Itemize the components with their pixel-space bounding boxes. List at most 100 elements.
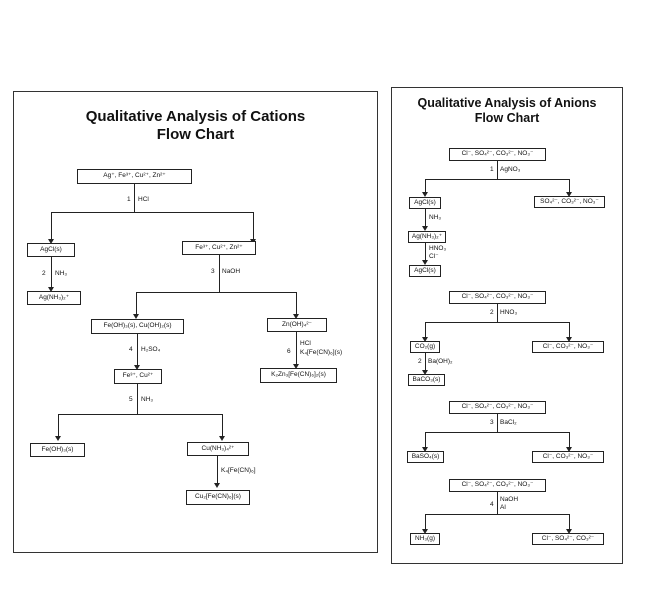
arrow-head — [214, 483, 220, 488]
arrow-head — [422, 529, 428, 534]
copper-ferrocyanide-box: Cu₂[Fe(CN)₆](s) — [186, 490, 250, 505]
connector — [425, 209, 426, 229]
anion-step-2-number: 2 — [490, 309, 494, 316]
sulfate-carbonate-nitrate-box: SO₄²⁻, CO₃²⁻, NO₃⁻ — [534, 196, 605, 208]
connector — [217, 456, 218, 486]
anion-agcl-box: AgCl(s) — [409, 197, 441, 209]
reagent-nh3-anion: NH₃ — [429, 214, 442, 221]
barium-carbonate-box: BaCO₃(s) — [408, 374, 445, 386]
cations-title-line2: Flow Chart — [156, 126, 235, 143]
anion-step-2b-number: 2 — [418, 358, 422, 365]
connector — [137, 334, 138, 368]
fe-cu-zn-box: Fe³⁺, Cu²⁺, Zn²⁺ — [182, 241, 256, 255]
arrow-head — [133, 314, 139, 319]
connector — [136, 292, 137, 317]
arrow-head — [48, 287, 54, 292]
arrow-head — [219, 436, 225, 441]
step-6-number: 6 — [287, 348, 291, 355]
connector — [425, 514, 569, 515]
step-2-number: 2 — [42, 270, 46, 277]
arrow-head — [566, 447, 572, 452]
arrow-head — [422, 260, 428, 265]
agcl-precipitate-box: AgCl(s) — [27, 243, 75, 257]
anion-silver-ammine-box: Ag(NH₃)₂⁺ — [408, 231, 446, 243]
anion-start-box-1: Cl⁻, SO₄²⁻, CO₃²⁻, NO₃⁻ — [449, 148, 546, 161]
reagent-hno3: HNO₃ — [500, 309, 518, 316]
reagent-bacl2: BaCl₂ — [500, 419, 517, 426]
anion-start-box-4: Cl⁻, SO₄²⁻, CO₃²⁻, NO₃⁻ — [449, 479, 546, 492]
ammonia-gas-box: NH₃(g) — [410, 533, 440, 545]
anion-agcl-box-2: AgCl(s) — [409, 265, 441, 277]
silver-ammine-box: Ag(NH₃)₂⁺ — [27, 291, 81, 305]
connector — [58, 414, 222, 415]
connector — [425, 322, 426, 340]
arrow-head — [293, 314, 299, 319]
reagent-naoh-anion: NaOH — [500, 496, 519, 503]
cations-flow-chart: Qualitative Analysis of Cations Flow Cha… — [13, 91, 378, 553]
chloride-sulfate-carbonate-box: Cl⁻, SO₄²⁻, CO₃²⁻ — [532, 533, 604, 545]
connector — [219, 255, 220, 292]
anion-step-1-number: 1 — [490, 166, 494, 173]
arrow-head — [48, 239, 54, 244]
chloride-carbonate-nitrate-box-2: Cl⁻, CO₃²⁻, NO₃⁻ — [532, 451, 604, 463]
reagent-hcl: HCl — [138, 196, 149, 203]
connector — [497, 414, 498, 432]
step-5-number: 5 — [129, 396, 133, 403]
connector — [425, 179, 426, 195]
reagent-chloride: Cl⁻ — [429, 253, 439, 260]
arrow-head — [422, 370, 428, 375]
connector — [136, 292, 296, 293]
connector — [134, 184, 135, 212]
arrow-head — [566, 337, 572, 342]
anions-title-line1: Qualitative Analysis of Anions — [417, 96, 597, 110]
anions-title: Qualitative Analysis of Anions Flow Char… — [392, 96, 622, 126]
zincate-box: Zn(OH)₄²⁻ — [267, 318, 327, 332]
connector — [51, 257, 52, 290]
step-4-number: 4 — [129, 346, 133, 353]
connector — [253, 212, 254, 242]
connector — [497, 492, 498, 514]
connector — [137, 384, 138, 414]
arrow-head — [293, 364, 299, 369]
connector — [58, 414, 59, 439]
step-1-number: 1 — [127, 196, 131, 203]
reagent-aluminum: Al — [500, 504, 506, 511]
connector — [296, 292, 297, 317]
anions-flow-chart: Qualitative Analysis of Anions Flow Char… — [391, 87, 623, 564]
connector — [425, 322, 569, 323]
zinc-ferrocyanide-box: K₂Zn₃[Fe(CN)₆]₂(s) — [260, 368, 337, 383]
arrow-head — [422, 192, 428, 197]
cations-title-line1: Qualitative Analysis of Cations — [85, 108, 306, 125]
arrow-head — [134, 365, 140, 370]
reagent-baoh2: Ba(OH)₂ — [428, 358, 453, 365]
connector — [425, 179, 569, 180]
connector — [51, 212, 52, 242]
anions-title-line2: Flow Chart — [474, 111, 540, 125]
connector — [569, 179, 570, 195]
connector — [497, 161, 498, 179]
reagent-hcl-2: HCl — [300, 340, 311, 347]
connector — [425, 432, 426, 450]
reagent-ferrocyanide: K₄[Fe(CN)₆](s) — [300, 349, 343, 356]
step-3-number: 3 — [211, 268, 215, 275]
reagent-hno3-anion: HNO₃ — [429, 245, 447, 252]
connector — [425, 432, 569, 433]
co2-gas-box: CO₂(g) — [410, 341, 440, 353]
arrow-head — [422, 447, 428, 452]
reagent-nh3: NH₃ — [55, 270, 68, 277]
reagent-h2so4: H₂SO₄ — [141, 346, 161, 353]
fe-cu-box: Fe³⁺, Cu²⁺ — [114, 369, 162, 384]
iron-hydroxide-box: Fe(OH)₃(s) — [30, 443, 85, 457]
connector — [425, 514, 426, 532]
connector — [222, 414, 223, 439]
hydroxides-box: Fe(OH)₃(s), Cu(OH)₂(s) — [91, 319, 184, 334]
reagent-agno3: AgNO₃ — [500, 166, 521, 173]
anion-start-box-3: Cl⁻, SO₄²⁻, CO₃²⁻, NO₃⁻ — [449, 401, 546, 414]
connector — [425, 353, 426, 373]
connector — [51, 212, 253, 213]
connector — [569, 514, 570, 532]
chloride-carbonate-nitrate-box-1: Cl⁻, CO₃²⁻, NO₃⁻ — [532, 341, 604, 353]
arrow-head — [566, 529, 572, 534]
connector — [569, 432, 570, 450]
reagent-naoh: NaOH — [222, 268, 241, 275]
